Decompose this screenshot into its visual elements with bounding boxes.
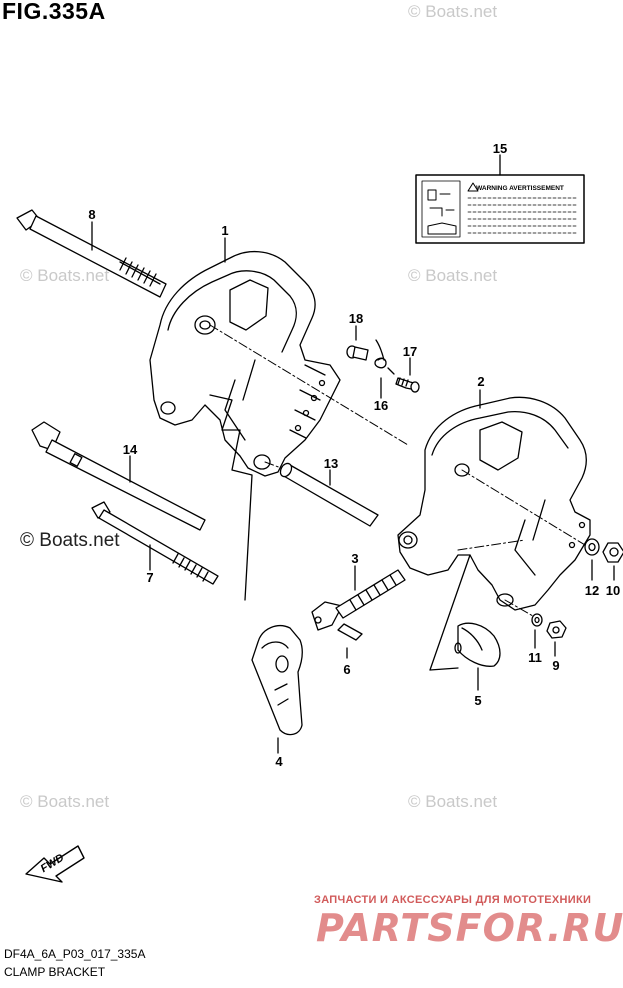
shop-subtitle: ЗАПЧАСТИ И АКСЕССУАРЫ ДЛЯ МОТОТЕХНИКИ [314,894,592,906]
warning-label-header: WARNING AVERTISSEMENT [476,185,564,192]
callout-6[interactable]: 6 [343,662,351,677]
part-7-bolt [91,501,219,585]
part-5-cap [454,622,501,667]
part-8-bolt [16,209,167,298]
watermark: © Boats.net [20,792,110,811]
callout-7[interactable]: 7 [146,570,154,585]
callout-14[interactable]: 14 [122,442,138,457]
part-3-screw [311,569,406,631]
part-10-nut [602,542,623,563]
part-2-clamp-bracket [397,396,591,611]
watermark: © Boats.net [408,792,498,811]
part-9-nut [546,620,567,639]
callout-2[interactable]: 2 [477,374,485,389]
callout-11[interactable]: 11 [528,650,542,665]
part-16-spring [374,339,395,375]
callout-3[interactable]: 3 [351,551,359,566]
callout-13[interactable]: 13 [323,456,339,471]
callout-4[interactable]: 4 [275,754,283,769]
watermark: © Boats.net [408,2,498,21]
shop-logo: PARTSFOR.RU [316,906,623,950]
watermark: © Boats.net [20,530,120,551]
callout-16[interactable]: 16 [373,398,389,413]
callout-5[interactable]: 5 [474,693,482,708]
part-4-arm [251,625,303,736]
callout-10[interactable]: 10 [605,583,621,598]
callout-8[interactable]: 8 [88,207,96,222]
watermark: © Boats.net [408,266,498,285]
callout-1[interactable]: 1 [221,223,229,238]
part-1-clamp-bracket [149,251,341,477]
watermark: © Boats.net [20,266,110,285]
callout-17[interactable]: 17 [402,344,418,359]
part-11-washer [531,613,543,627]
part-13-shaft [279,462,379,527]
part-12-washer [584,538,600,556]
callout-12[interactable]: 12 [584,583,600,598]
figure-code: DF4A_6A_P03_017_335A [4,947,146,961]
figure-title: FIG.335A [2,0,106,24]
callout-18[interactable]: 18 [348,311,364,326]
part-17-screw [395,377,420,393]
part-14-rod [31,421,206,531]
part-6-pin [337,623,363,641]
part-18-pin [346,345,369,361]
fwd-arrow [25,845,85,883]
figure-name: CLAMP BRACKET [4,965,106,979]
callout-15[interactable]: 15 [492,141,508,156]
callout-9[interactable]: 9 [552,658,560,673]
